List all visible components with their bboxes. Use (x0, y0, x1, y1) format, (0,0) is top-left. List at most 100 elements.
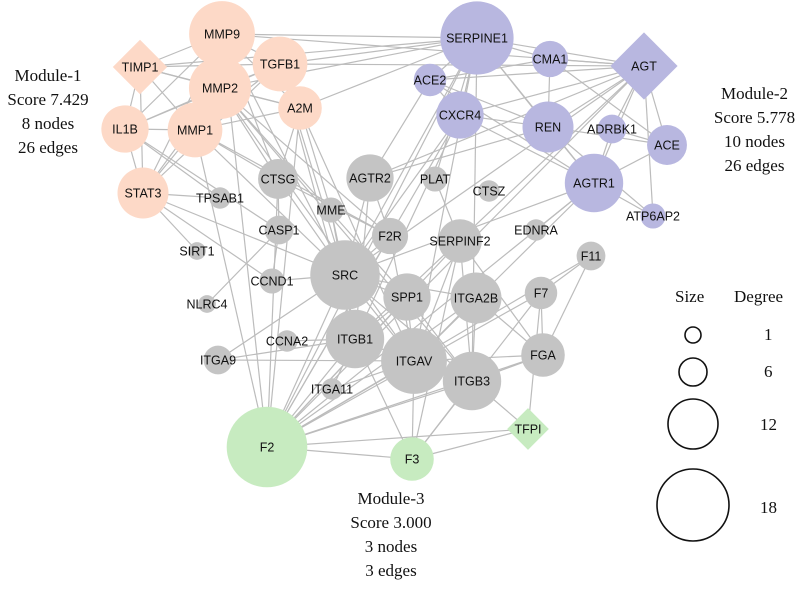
node-shape-f7 (524, 276, 558, 310)
node-f3[interactable]: F3 (390, 437, 434, 481)
node-f2[interactable]: F2 (226, 406, 308, 488)
node-ccnd1[interactable]: CCND1 (250, 268, 294, 294)
node-ednra[interactable]: EDNRA (514, 219, 559, 241)
node-shape-agt (610, 32, 678, 100)
node-timp1[interactable]: TIMP1 (112, 39, 168, 95)
node-spp1[interactable]: SPP1 (383, 273, 431, 321)
node-itga2b[interactable]: ITGA2B (450, 272, 502, 324)
node-shape-tpsab1 (209, 187, 231, 209)
node-label-timp1: TIMP1 (122, 61, 159, 75)
node-label-fga: FGA (530, 349, 556, 363)
node-cxcr4[interactable]: CXCR4 (436, 91, 484, 139)
node-f2r[interactable]: F2R (371, 217, 409, 255)
node-label-ccna2: CCNA2 (266, 335, 308, 349)
node-stat3[interactable]: STAT3 (117, 167, 169, 219)
node-atp6ap2[interactable]: ATP6AP2 (626, 203, 680, 229)
module-1-edges: 26 edges (18, 138, 78, 157)
node-label-f7: F7 (534, 287, 549, 301)
node-shape-mmp2 (188, 56, 252, 120)
node-ace2[interactable]: ACE2 (414, 63, 447, 97)
node-mmp9[interactable]: MMP9 (189, 1, 255, 67)
module-2-title: Module-2 (720, 84, 789, 103)
node-shape-itgb1 (325, 309, 385, 369)
module-2-score: Score 5.778 (713, 108, 796, 127)
node-itgav[interactable]: ITGAV (381, 328, 447, 394)
node-label-serpine1: SERPINE1 (446, 32, 508, 46)
node-mme[interactable]: MME (316, 197, 346, 223)
node-f11[interactable]: F11 (576, 241, 606, 271)
node-tgfb1[interactable]: TGFB1 (252, 36, 308, 92)
module-3-edges: 3 edges (365, 561, 417, 580)
node-src[interactable]: SRC (310, 240, 380, 310)
module-1-title: Module-1 (14, 66, 82, 85)
node-serpinf2[interactable]: SERPINF2 (429, 219, 491, 263)
node-adrbk1[interactable]: ADRBK1 (587, 114, 637, 144)
node-shape-f2r (371, 217, 409, 255)
node-agtr2[interactable]: AGTR2 (346, 154, 394, 202)
legend-size-circle-18 (656, 468, 730, 542)
node-shape-src (310, 240, 380, 310)
node-shape-mme (318, 197, 344, 223)
edge-stat3-src (142, 192, 346, 276)
node-itgb3[interactable]: ITGB3 (442, 351, 502, 411)
node-shape-sirt1 (188, 242, 206, 260)
node-label-ccnd1: CCND1 (250, 275, 293, 289)
legend-degree-12: 12 (760, 415, 777, 434)
node-agtr1[interactable]: AGTR1 (564, 153, 624, 213)
node-shape-adrbk1 (597, 114, 627, 144)
module-2-summary: Module-2 Score 5.778 10 nodes 26 edges (700, 82, 809, 178)
legend-size-header: Size (675, 287, 705, 306)
node-mmp1[interactable]: MMP1 (167, 102, 223, 158)
node-tfpi[interactable]: TFPI (507, 408, 549, 450)
node-ctsg[interactable]: CTSG (258, 159, 298, 199)
edge-serpine1-src (344, 37, 478, 276)
node-fga[interactable]: FGA (521, 333, 565, 377)
node-plat[interactable]: PLAT (420, 166, 451, 192)
node-label-mmp2: MMP2 (202, 82, 238, 96)
node-mmp2[interactable]: MMP2 (188, 56, 252, 120)
node-shape-timp1 (112, 39, 168, 95)
node-itgb1[interactable]: ITGB1 (325, 309, 385, 369)
node-label-ednra: EDNRA (514, 224, 558, 238)
node-label-mmp9: MMP9 (204, 28, 240, 42)
node-shape-itga2b (450, 272, 502, 324)
node-shape-il1b (101, 105, 149, 153)
node-il1b[interactable]: IL1B (101, 105, 149, 153)
edge-serpine1-itgb3 (471, 37, 478, 382)
edge-il1b-casp1 (124, 128, 280, 231)
node-ren[interactable]: REN (522, 101, 574, 153)
node-shape-cxcr4 (436, 91, 484, 139)
node-cma1[interactable]: CMA1 (531, 40, 569, 78)
node-ace[interactable]: ACE (647, 125, 687, 165)
node-tpsab1[interactable]: TPSAB1 (196, 187, 244, 209)
module-2-edges: 26 edges (724, 156, 785, 175)
node-f7[interactable]: F7 (524, 276, 558, 310)
node-label-f2r: F2R (378, 230, 402, 244)
module-3-nodes: 3 nodes (364, 537, 418, 556)
node-label-stat3: STAT3 (124, 187, 161, 201)
node-itga9[interactable]: ITGA9 (200, 345, 236, 375)
node-shape-tfpi (507, 408, 549, 450)
legend-size-circle-1 (684, 326, 702, 344)
node-shape-ctsz (478, 180, 500, 202)
node-label-f3: F3 (405, 453, 420, 467)
node-ccna2[interactable]: CCNA2 (266, 330, 308, 352)
edge-agt-cxcr4 (459, 65, 645, 116)
legend-degree-1: 1 (764, 325, 773, 344)
legend-degree-18: 18 (760, 498, 777, 517)
node-nlrc4[interactable]: NLRC4 (187, 295, 228, 313)
module-1-nodes: 8 nodes (21, 114, 75, 133)
node-shape-mmp1 (167, 102, 223, 158)
edge-mmp2-itgav (219, 87, 415, 362)
node-ctsz[interactable]: CTSZ (473, 180, 506, 202)
node-itga11[interactable]: ITGA11 (311, 378, 353, 400)
node-sirt1[interactable]: SIRT1 (179, 242, 215, 260)
node-shape-ctsg (258, 159, 298, 199)
node-agt[interactable]: AGT (610, 32, 678, 100)
node-casp1[interactable]: CASP1 (259, 215, 300, 245)
node-a2m[interactable]: A2M (278, 86, 322, 130)
node-label-ace2: ACE2 (414, 74, 447, 88)
node-shape-serpinf2 (438, 219, 482, 263)
node-serpine1[interactable]: SERPINE1 (440, 1, 514, 75)
node-label-mme: MME (316, 204, 345, 218)
